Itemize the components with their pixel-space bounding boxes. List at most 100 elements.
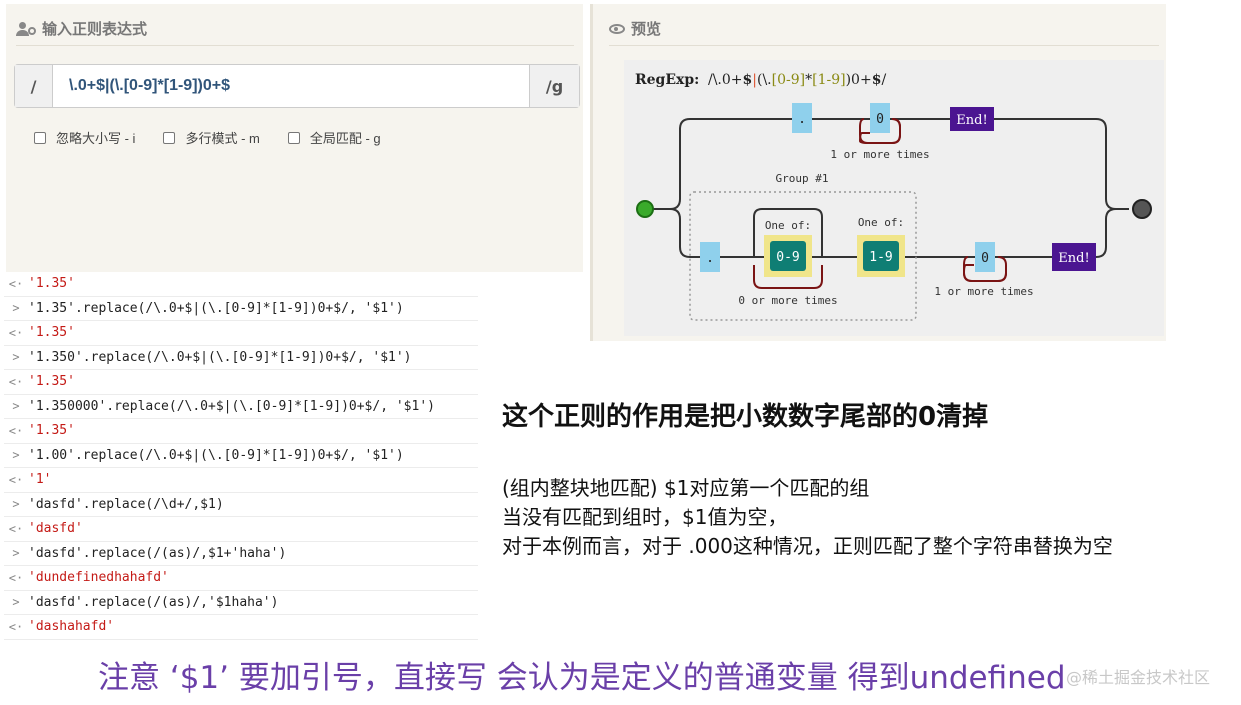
- flag-options: 忽略大小写 - i 多行模式 - m 全局匹配 - g: [34, 128, 381, 147]
- note-line: 当没有匹配到组时，$1值为空，: [502, 505, 788, 529]
- range-box: [770, 241, 806, 271]
- input-chevron-icon: >: [12, 301, 20, 316]
- output-arrow-icon: <·: [8, 570, 24, 585]
- input-chevron-icon: >: [12, 448, 20, 463]
- note-line: (组内整块地匹配) $1对应第一个匹配的组: [502, 476, 870, 500]
- multiline-checkbox[interactable]: [163, 131, 176, 144]
- end-badge: [1052, 243, 1096, 271]
- note-line: 对于本例而言，对于 .000这种情况，正则匹配了整个字符串替换为空: [502, 534, 1113, 558]
- flag-ignore-case[interactable]: 忽略大小写 - i: [34, 128, 135, 147]
- end-node: [1132, 199, 1152, 219]
- end-badge-text: End!: [1058, 251, 1089, 266]
- regex-input[interactable]: [53, 65, 529, 107]
- watermark: @稀土掘金技术社区: [1066, 668, 1211, 687]
- regex-prefix: /: [15, 65, 53, 107]
- repeat-label: 1 or more times: [934, 285, 1033, 298]
- output-arrow-icon: <·: [8, 374, 24, 389]
- regexp-part: \.0+: [713, 72, 743, 88]
- note-title: 这个正则的作用是把小数数字尾部的0清掉: [502, 402, 989, 432]
- range-text: 0-9: [776, 250, 799, 265]
- eye-icon: [609, 23, 625, 34]
- console-output-line: <·'dashahafd': [4, 615, 478, 640]
- repeat-loop: [859, 118, 901, 144]
- console-output-line: <·'1.35': [4, 272, 478, 297]
- console-output-line: <·'1.35': [4, 321, 478, 346]
- end-badge-text: End!: [956, 113, 987, 128]
- output-arrow-icon: <·: [8, 423, 24, 438]
- console-input-line[interactable]: >'1.00'.replace(/\.0+$|(\.[0-9]*[1-9])0+…: [4, 444, 478, 468]
- regexp-dollar: $: [872, 72, 882, 88]
- regexp-star: *: [805, 72, 812, 88]
- repeat-label: 0 or more times: [738, 294, 837, 307]
- literal-zero: [975, 242, 995, 272]
- flag-multiline[interactable]: 多行模式 - m: [163, 128, 260, 147]
- regexp-part: )0+: [846, 72, 872, 88]
- console-output-line: <·'1.35': [4, 419, 478, 444]
- output-arrow-icon: <·: [8, 521, 24, 536]
- flag-global[interactable]: 全局匹配 - g: [287, 128, 381, 147]
- skip-rail: [753, 208, 823, 257]
- regexp-dollar: $: [743, 72, 753, 88]
- output-arrow-icon: <·: [8, 619, 24, 634]
- input-chevron-icon: >: [12, 399, 20, 414]
- regex-suffix: /g: [529, 65, 579, 107]
- preview-title: 预览: [631, 20, 662, 38]
- user-gear-icon: [16, 21, 38, 37]
- devtools-console: <·'1.35' >'1.35'.replace(/\.0+$|(\.[0-9]…: [4, 272, 478, 640]
- repeat-label: 1 or more times: [830, 148, 929, 161]
- repeat-loop: [963, 256, 1007, 282]
- editor-title: 输入正则表达式: [42, 20, 148, 38]
- group-literal-dot-text: .: [706, 251, 714, 266]
- start-node: [636, 200, 654, 218]
- regexp-source: /\.0+$|(\.[0-9]*[1-9])0+$/: [708, 72, 886, 88]
- console-input-line[interactable]: >'dasfd'.replace(/\d+/,$1): [4, 493, 478, 517]
- flag-label: 多行模式 - m: [185, 131, 260, 146]
- input-chevron-icon: >: [12, 497, 20, 512]
- console-input-line[interactable]: >'1.350000'.replace(/\.0+$|(\.[0-9]*[1-9…: [4, 395, 478, 419]
- literal-zero-text: 0: [876, 112, 884, 127]
- regexp-part: (\.: [757, 72, 772, 88]
- output-arrow-icon: <·: [8, 472, 24, 487]
- flag-label: 忽略大小写 - i: [56, 131, 136, 146]
- output-arrow-icon: <·: [8, 276, 24, 291]
- diagram-svg: RegExp: /\.0+$|(\.[0-9]*[1-9])0+$/ . 0 1…: [635, 72, 1152, 321]
- console-input-line[interactable]: >'dasfd'.replace(/(as)/,'$1haha'): [4, 591, 478, 615]
- input-chevron-icon: >: [12, 350, 20, 365]
- console-input-line[interactable]: >'dasfd'.replace(/(as)/,$1+'haha'): [4, 542, 478, 566]
- literal-dot-text: .: [798, 112, 806, 127]
- console-output-line: <·'dundefinedhahafd': [4, 566, 478, 591]
- bottom-note: 注意 ‘$1’ 要加引号，直接写 会认为是定义的普通变量 得到undefined: [98, 660, 1066, 696]
- console-input-line[interactable]: >'1.350'.replace(/\.0+$|(\.[0-9]*[1-9])0…: [4, 346, 478, 370]
- input-chevron-icon: >: [12, 595, 20, 610]
- literal-dot: [792, 103, 812, 133]
- regex-input-group: / /g: [14, 64, 580, 108]
- note-body: (组内整块地匹配) $1对应第一个匹配的组 当没有匹配到组时，$1值为空， 对于…: [502, 474, 1113, 561]
- editor-header: 输入正则表达式: [16, 12, 574, 46]
- regexp-close: /: [881, 72, 886, 88]
- one-of-label: One of:: [858, 216, 904, 229]
- regexp-open: /: [708, 72, 713, 88]
- output-arrow-icon: <·: [8, 325, 24, 340]
- console-output-line: <·'1.35': [4, 370, 478, 395]
- literal-zero-text: 0: [981, 251, 989, 266]
- regex-editor-panel: 输入正则表达式 / /g 忽略大小写 - i 多行模式 - m 全局匹配 - g: [6, 4, 583, 272]
- preview-panel: 预览 RegExp: /\.0+$|(\.[0-9]*[1-9])0+$/ . …: [590, 4, 1166, 341]
- ignore-case-checkbox[interactable]: [34, 131, 46, 144]
- console-output-line: <·'1': [4, 468, 478, 493]
- regex-railroad-diagram: RegExp: /\.0+$|(\.[0-9]*[1-9])0+$/ . 0 1…: [624, 60, 1164, 336]
- global-checkbox[interactable]: [287, 131, 300, 144]
- console-input-line[interactable]: >'1.35'.replace(/\.0+$|(\.[0-9]*[1-9])0+…: [4, 297, 478, 321]
- literal-zero: [870, 103, 890, 133]
- console-output-line: <·'dasfd': [4, 517, 478, 542]
- range-text: 1-9: [869, 250, 892, 265]
- regexp-pipe: |: [752, 72, 757, 88]
- group-literal-dot: [700, 242, 720, 272]
- one-of-label: One of:: [765, 219, 811, 232]
- regexp-label: RegExp:: [635, 72, 699, 88]
- flag-label: 全局匹配 - g: [309, 131, 381, 146]
- repeat-loop: [753, 265, 823, 289]
- range-box: [863, 241, 899, 271]
- end-badge: [950, 107, 994, 131]
- preview-header: 预览: [609, 12, 1159, 46]
- regexp-class: [1-9]: [812, 72, 845, 88]
